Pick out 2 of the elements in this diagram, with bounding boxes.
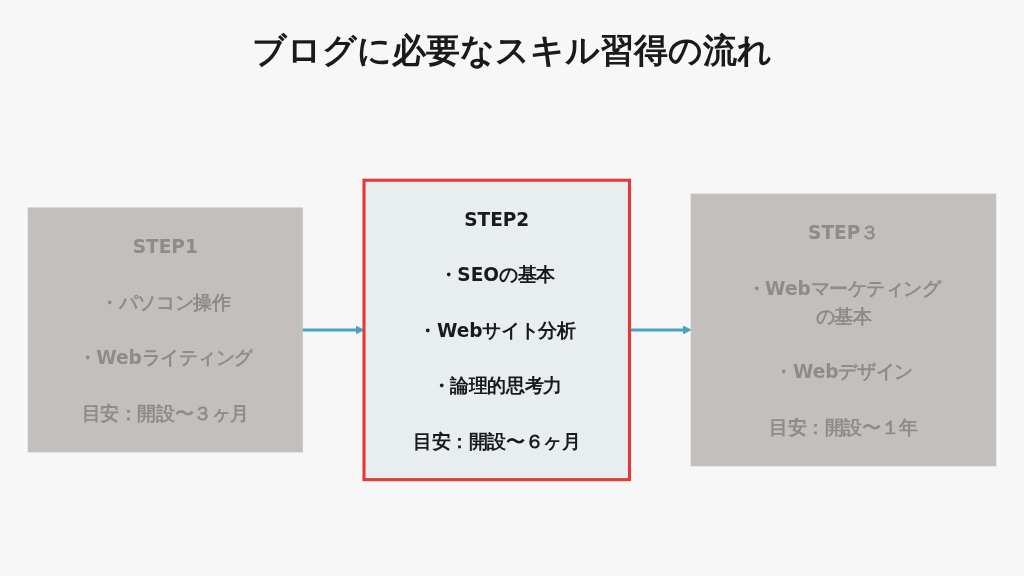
node-box: STEP2 ・SEOの基本 ・Webサイト分析 ・論理的思考力 目安：開設〜６ヶ月 [362,178,631,482]
diagram-title: ブログに必要なスキル習得の流れ [251,29,773,72]
